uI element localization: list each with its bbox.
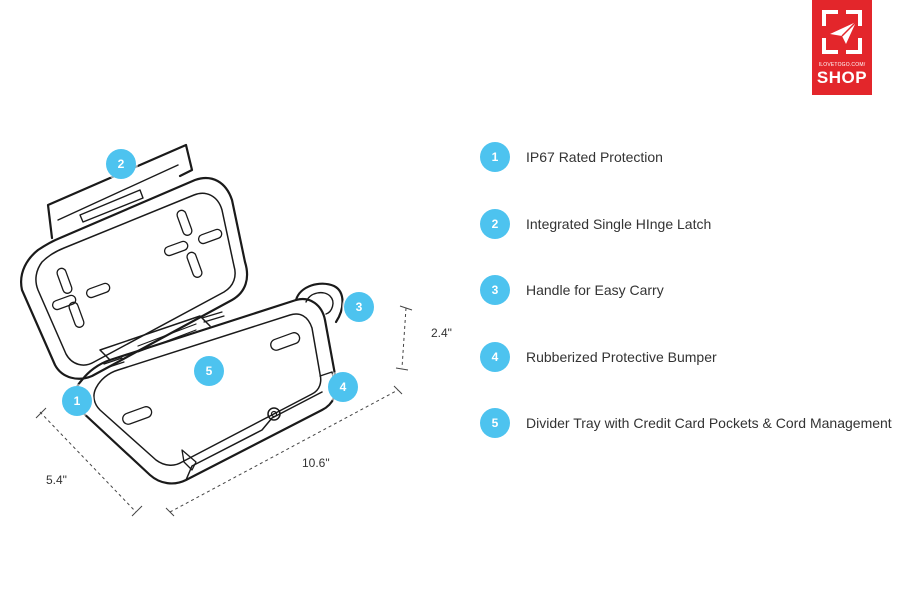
legend-number: 4 bbox=[480, 341, 510, 372]
callout-2: 2 bbox=[106, 149, 136, 179]
dimension-length: 10.6" bbox=[302, 456, 330, 470]
legend-label: Handle for Easy Carry bbox=[526, 282, 664, 298]
callout-5: 5 bbox=[194, 356, 224, 386]
legend-item: 3 Handle for Easy Carry bbox=[480, 275, 892, 305]
legend-number: 5 bbox=[480, 408, 510, 438]
logo-shop-text: SHOP bbox=[816, 68, 868, 87]
legend-label: Rubberized Protective Bumper bbox=[526, 348, 717, 365]
legend-number: 3 bbox=[480, 275, 510, 305]
legend-number: 2 bbox=[480, 208, 510, 239]
callout-4: 4 bbox=[328, 372, 358, 402]
feature-legend: 1 IP67 Rated Protection 2 Integrated Sin… bbox=[480, 142, 892, 475]
callout-3: 3 bbox=[344, 292, 374, 322]
legend-item: 5 Divider Tray with Credit Card Pockets … bbox=[480, 408, 892, 438]
legend-item: 4 Rubberized Protective Bumper bbox=[480, 341, 892, 372]
paper-plane-frame-icon bbox=[822, 10, 862, 54]
legend-label: IP67 Rated Protection bbox=[526, 149, 663, 165]
dimension-width: 5.4" bbox=[46, 473, 67, 487]
logo-url-text: ILOVETOGO.COM/ bbox=[818, 62, 866, 68]
legend-number: 1 bbox=[480, 142, 510, 172]
dimension-height: 2.4" bbox=[431, 326, 452, 340]
legend-item: 2 Integrated Single HInge Latch bbox=[480, 208, 892, 239]
legend-label: Divider Tray with Credit Card Pockets & … bbox=[526, 415, 892, 431]
callout-1: 1 bbox=[62, 386, 92, 416]
legend-label: Integrated Single HInge Latch bbox=[526, 215, 712, 232]
shop-logo[interactable]: ILOVETOGO.COM/ SHOP bbox=[812, 0, 872, 95]
legend-item: 1 IP67 Rated Protection bbox=[480, 142, 892, 172]
